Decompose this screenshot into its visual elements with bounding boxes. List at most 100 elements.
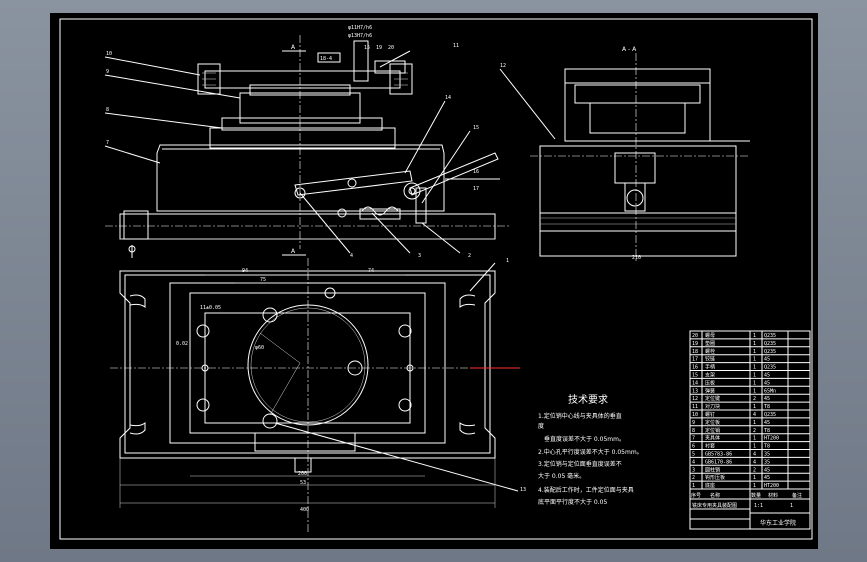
school-name: 华东工业学院 — [760, 519, 796, 527]
bom-cell-no: 14 — [692, 380, 698, 386]
dim-75: 75 — [260, 277, 266, 283]
bom-cell-qty: 2 — [753, 428, 756, 434]
bom-cell-no: 15 — [692, 373, 698, 379]
bom-header-mat: 材料 — [768, 492, 778, 499]
bom-cell-name: GB5783-86 — [705, 452, 732, 458]
title-block: 序号 名称 数量 材料 备注 铣床专用夹具装配图 1:1 1 华东工业学院 — [689, 488, 811, 530]
callout-19: 19 — [376, 45, 382, 51]
fit-spec-1: φ11H7/h6 — [348, 25, 372, 31]
bom-cell-mat: T8 — [764, 444, 770, 450]
bom-cell-qty: 1 — [753, 349, 756, 355]
bom-cell-qty: 1 — [753, 365, 756, 371]
workpiece-circle — [247, 304, 369, 426]
bom-cell-no: 2 — [692, 475, 695, 481]
top-view: 94 75 74 11±0.05 φ60 0.02 200 53 400 — [110, 258, 520, 533]
bom-cell-name: 定位键 — [705, 395, 720, 402]
bom-cell-no: 16 — [692, 365, 698, 371]
bom-cell-mat: Q235 — [764, 341, 776, 347]
tag-box-label: 18-4 — [320, 56, 332, 62]
dim-94: 94 — [242, 268, 248, 274]
fit-spec-2: φ13H7/h6 — [348, 33, 372, 39]
callout-17: 17 — [473, 186, 479, 192]
bom-cell-no: 5 — [692, 452, 695, 458]
bom-cell-qty: 1 — [753, 444, 756, 450]
bom-cell-name: 手柄 — [705, 364, 715, 371]
tech-line-5: 3.定位销与定位面垂直度误差不 — [538, 460, 622, 468]
tech-requirements: 技术要求 1.定位销中心线与夹具体的垂直 度 垂直度误差不大于 0.05mm。 … — [538, 393, 643, 506]
bom-cell-no: 20 — [692, 333, 698, 339]
callout-14: 14 — [445, 95, 451, 101]
top-view-outline — [119, 270, 496, 459]
bom-header-no: 序号 — [691, 492, 701, 499]
bom-cell-qty: 4 — [753, 459, 756, 465]
bom-cell-mat: 45 — [764, 467, 770, 473]
section-mark-bottom: A — [291, 248, 296, 255]
bom-cell-mat: HT200 — [764, 436, 779, 442]
callout-3: 3 — [418, 253, 421, 259]
bom-cell-mat: HT200 — [764, 483, 779, 489]
base-plate — [119, 213, 496, 240]
dim-210: 210 — [632, 255, 641, 261]
callout-15: 15 — [473, 125, 479, 131]
tech-line-6: 大于 0.05 毫米。 — [538, 472, 585, 480]
tech-line-4: 2.中心孔平行度误差不大于 0.05mm。 — [538, 448, 643, 456]
bom-cell-no: 3 — [692, 467, 695, 473]
bom-cell-qty: 1 — [753, 357, 756, 363]
callout-10: 10 — [106, 51, 112, 57]
bom-cell-no: 7 — [692, 436, 695, 442]
bom-cell-name: 铰链 — [705, 356, 715, 363]
bom-cell-qty: 1 — [753, 483, 756, 489]
callout-4: 4 — [350, 253, 353, 259]
bom-cell-qty: 1 — [753, 373, 756, 379]
callout-9: 9 — [106, 69, 109, 75]
bom-cell-no: 8 — [692, 428, 695, 434]
tech-line-8: 底平面平行度不大于 0.05 — [538, 498, 607, 506]
bom-cell-mat: Q235 — [764, 349, 776, 355]
bom-cell-name: 螺钉 — [705, 411, 715, 418]
tech-line-1: 1.定位销中心线与夹具体的垂直 — [538, 412, 622, 420]
bom-cell-qty: 2 — [753, 396, 756, 402]
bom-cell-name: 对刀块 — [705, 403, 720, 410]
bom-cell-mat: 45 — [764, 373, 770, 379]
bom-cell-no: 17 — [692, 357, 698, 363]
tech-line-3: 垂直度误差不大于 0.05mm。 — [544, 435, 625, 443]
tech-line-2: 度 — [538, 422, 544, 430]
bom-cell-name: 螺栓 — [705, 348, 715, 355]
bom-cell-no: 1 — [692, 483, 695, 489]
bom-cell-no: 12 — [692, 396, 698, 402]
bom-cell-mat: 65Mn — [764, 388, 776, 394]
bom-cell-qty: 1 — [753, 436, 756, 442]
section-view-aa: A - A 210 — [530, 46, 750, 263]
bom-cell-name: 垫圈 — [705, 340, 715, 347]
bom-cell-mat: 45 — [764, 380, 770, 386]
bom-cell-mat: T8 — [764, 404, 770, 410]
dim-400: 400 — [300, 507, 309, 513]
callout-11: 11 — [453, 43, 459, 49]
bom-cell-no: 13 — [692, 388, 698, 394]
bom-cell-mat: T8 — [764, 428, 770, 434]
bom-cell-mat: 45 — [764, 420, 770, 426]
bom-cell-mat: 45 — [764, 357, 770, 363]
drawing-sheet: A A φ11H7/h6 φ13H7/h6 18-4 — [50, 13, 818, 549]
bom-cell-qty: 4 — [753, 412, 756, 418]
drawing-frame — [59, 18, 813, 540]
bom-cell-mat: 45 — [764, 475, 770, 481]
bom-cell-qty: 4 — [753, 452, 756, 458]
bom-cell-name: 夹具体 — [705, 435, 720, 442]
bom-cell-name: 圆柱销 — [705, 466, 720, 473]
bom-cell-mat: 35 — [764, 459, 770, 465]
bom-cell-no: 19 — [692, 341, 698, 347]
fixture-body — [156, 144, 445, 212]
tech-line-7: 4.装配后工作时，工件定位面与夹具 — [538, 486, 634, 494]
section-view-label: A - A — [622, 46, 637, 53]
scale: 1:1 — [754, 503, 763, 509]
callout-16: 16 — [473, 169, 479, 175]
clamp-lever — [294, 170, 413, 196]
dim-tol: 0.02 — [176, 341, 188, 347]
bom-cell-name: 定位销 — [705, 427, 720, 434]
bom-cell-name: 底座 — [705, 482, 715, 489]
bom-cell-qty: 1 — [753, 388, 756, 394]
dim-74: 74 — [368, 268, 374, 274]
